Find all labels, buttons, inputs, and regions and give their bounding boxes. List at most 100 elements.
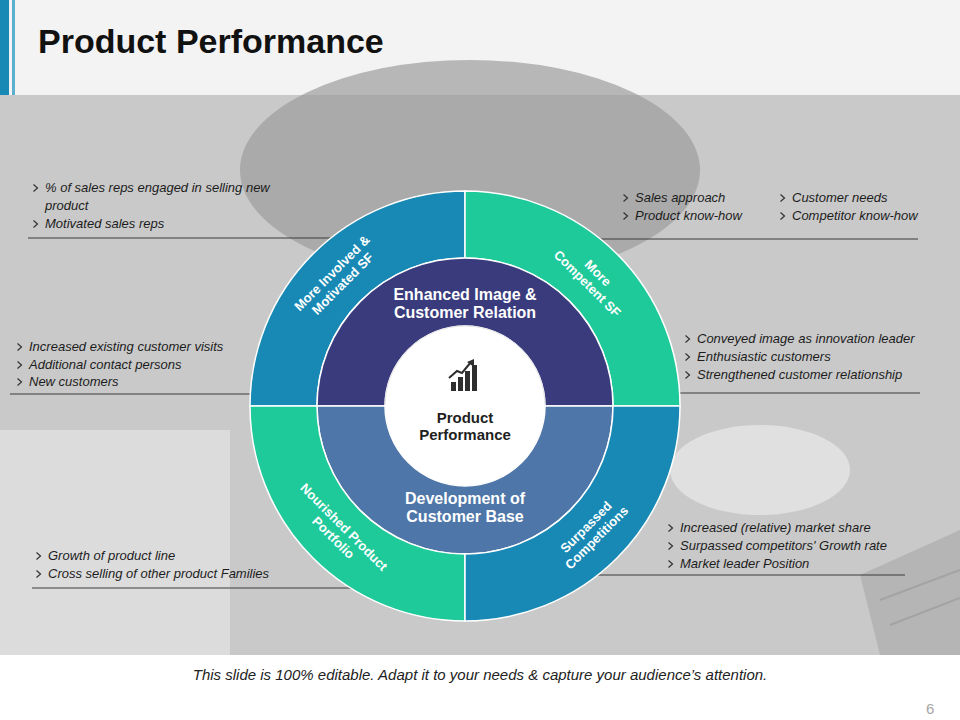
bullet-chevron [622,193,630,203]
bullet-item: Cross selling of other product Families [33,565,269,583]
bullet-text: Additional contact persons [29,356,181,374]
leader-line [32,588,465,589]
slide-title: Product Performance [38,22,384,61]
chart-icon [447,358,483,392]
bullet-chevron [779,211,787,221]
bullet-chevron [35,569,43,579]
bullet-text: New customers [29,373,119,391]
accent-bar [12,0,15,95]
bullet-chevron-line [686,336,690,343]
bullet-item: % of sales reps engaged in selling new p… [30,179,307,215]
segment-label: Development of Customer Base [370,490,560,527]
icon-bar [458,377,463,391]
bullet-text: Increased (relative) market share [680,519,871,537]
segment-label-holder: Product Performance [400,409,530,444]
bullet-text: Motivated sales reps [45,215,164,233]
caption-holder: This slide is 100% editable. Adapt it to… [0,666,960,684]
photo-suit [240,60,700,280]
bullet-chevron-line [669,543,673,550]
ring-half-outline [248,189,682,623]
bullet-chevron-line [669,561,673,568]
accent-bar [0,0,9,95]
icon-arrowhead [467,359,474,367]
bullet-item: Increased existing customer visits [14,338,223,356]
photo-cup [670,425,850,515]
bullet-chevron-line [669,525,673,532]
bullet-chevron [32,219,40,229]
leader-line [10,394,320,395]
quadrant-segment-outline [248,189,682,623]
bullet-item: Strengthened customer relationship [682,366,902,384]
segment-label: More Competent SF [546,233,638,325]
bullet-text: Growth of product line [48,547,175,565]
bullet-text: Cross selling of other product Families [48,565,269,583]
bullet-text: Strengthened customer relationship [697,366,902,384]
bullet-chevron-line [686,354,690,361]
center-circle-path [385,326,545,486]
segment-label-holder: Enhanced Image & Customer Relation [370,286,560,323]
bullet-item: Surpassed competitors' Growth rate [665,537,887,555]
segment-label-holder: Surpassed Competitions [545,486,640,581]
bullet-chevron-line [781,213,785,220]
ring-half-path [317,406,613,554]
bullet-chevron [779,193,787,203]
bullet-chevron-line [781,195,785,202]
bullet-text: Sales approach [635,189,725,207]
page-number-holder: 6 [926,700,934,717]
ring-half: Enhanced Image & Customer Relation [248,189,682,623]
quadrant-segment-outline [248,189,682,623]
leader-line [28,238,465,239]
leader-line [465,575,905,576]
bullet-text: Competitor know-how [792,207,918,225]
bullet-chevron-line [34,221,38,228]
bullet-item: Product know-how [620,207,742,225]
leader-line [465,239,918,240]
bullet-chevron [622,211,630,221]
quadrant-segment-outline [248,189,682,623]
segment-label-holder: Development of Customer Base [370,490,560,527]
bullet-item: Motivated sales reps [30,215,164,233]
bullet-chevron-line [624,195,628,202]
bullet-text: Enthusiastic customers [697,348,831,366]
bullet-chevron [32,183,40,193]
segment-label: More Involved & Motivated SF [289,230,386,327]
bullet-chevron [667,559,675,569]
bullet-chevron [684,370,692,380]
footer-band [0,655,960,720]
bullet-item: Sales approach [620,189,725,207]
quadrant-segment-path [465,191,680,406]
bullet-chevron [667,523,675,533]
bullet-chevron-line [37,571,41,578]
quadrant-segment: Surpassed Competitions [248,189,682,623]
quadrant-segment-path [250,191,465,406]
bullet-text: Increased existing customer visits [29,338,223,356]
bullet-chevron-line [624,213,628,220]
quadrant-segment-path [250,406,465,621]
bullet-item: Conveyed image as innovation leader [682,330,915,348]
bullet-text: Customer needs [792,189,887,207]
bullet-item: Competitor know-how [777,207,918,225]
bullet-item: Additional contact persons [14,356,181,374]
quadrant-segment: Nourished Product Portfolio [248,189,682,623]
segment-label-holder: Nourished Product Portfolio [286,481,391,586]
bullet-chevron-line [18,344,22,351]
icon-arrow [449,362,471,378]
bullet-chevron [16,377,24,387]
ring-half-outline [248,189,682,623]
segment-label-holder: More Involved & Motivated SF [289,230,386,327]
photo-paper [0,430,230,655]
bullet-text: Product know-how [635,207,742,225]
segment-label: Surpassed Competitions [545,486,640,581]
center-circle-outline [248,189,682,623]
bullet-text: Market leader Position [680,555,809,573]
bullet-chevron-line [686,372,690,379]
center-circle: Product Performance [248,189,682,623]
bullet-chevron [35,551,43,561]
bullet-chevron-line [18,362,22,369]
ring-half: Development of Customer Base [248,189,682,623]
bullet-item: Customer needs [777,189,887,207]
segment-label-holder: More Competent SF [546,233,638,325]
caption: This slide is 100% editable. Adapt it to… [193,666,768,683]
bullet-item: Increased (relative) market share [665,519,871,537]
bullet-item: Enthusiastic customers [682,348,831,366]
